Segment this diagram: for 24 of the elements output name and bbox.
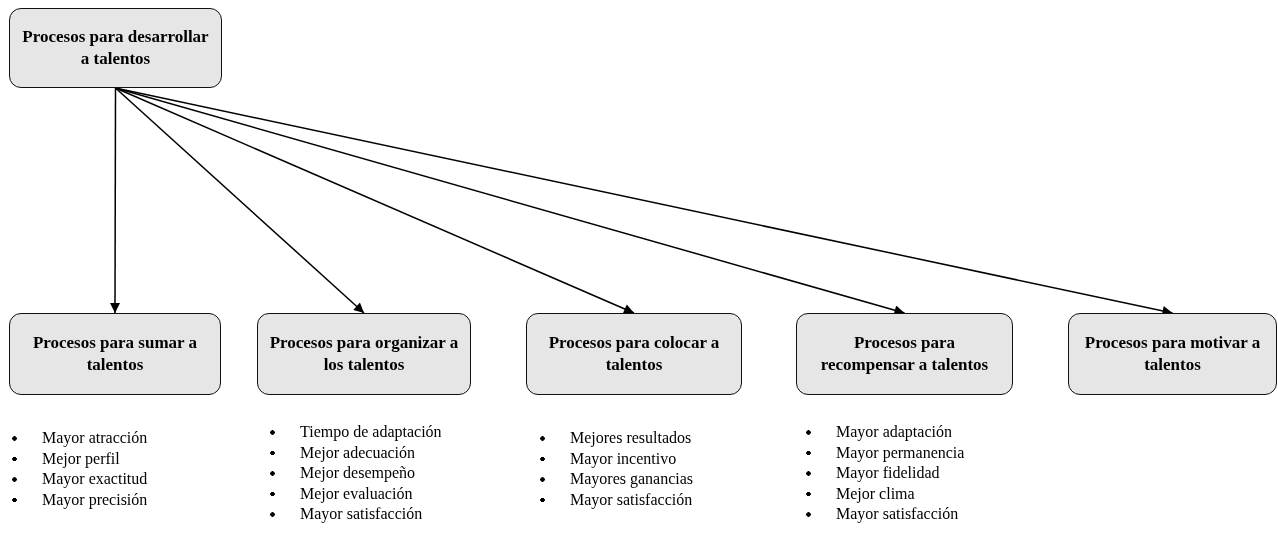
node-title: Procesos para motivar a talentos [1083, 331, 1262, 376]
node-title: Procesos para recompensar a talentos [819, 331, 990, 376]
bullet-item: Mayor adaptación [806, 422, 952, 443]
bullet-item: Mayor satisfacción [806, 504, 959, 525]
bullet-item: Mayor fidelidad [806, 463, 940, 484]
process-box [1068, 313, 1277, 395]
bullet-item: Mayor satisfacción [270, 504, 423, 525]
process-box [526, 313, 742, 395]
arrow [114, 87, 635, 314]
process-box [796, 313, 1013, 395]
arrow [114, 87, 365, 314]
node-title: Procesos para organizar a los talentos [268, 331, 460, 376]
bullet-item: Tiempo de adaptación [270, 422, 442, 443]
process-box [9, 313, 221, 395]
bullet-item: Mejores resultados [540, 428, 692, 449]
bullet-item: Mayor atracción [12, 428, 148, 449]
process-box [257, 313, 471, 395]
node-title: Procesos para colocar a talentos [547, 331, 721, 376]
bullet-item: Mayor exactitud [12, 469, 148, 490]
bullet-item: Mejor desempeño [270, 463, 416, 484]
node-title: Procesos para desarrollar a talentos [21, 25, 210, 70]
arrow [110, 87, 120, 314]
node-title: Procesos para sumar a talentos [31, 331, 199, 376]
process-box [9, 8, 222, 88]
